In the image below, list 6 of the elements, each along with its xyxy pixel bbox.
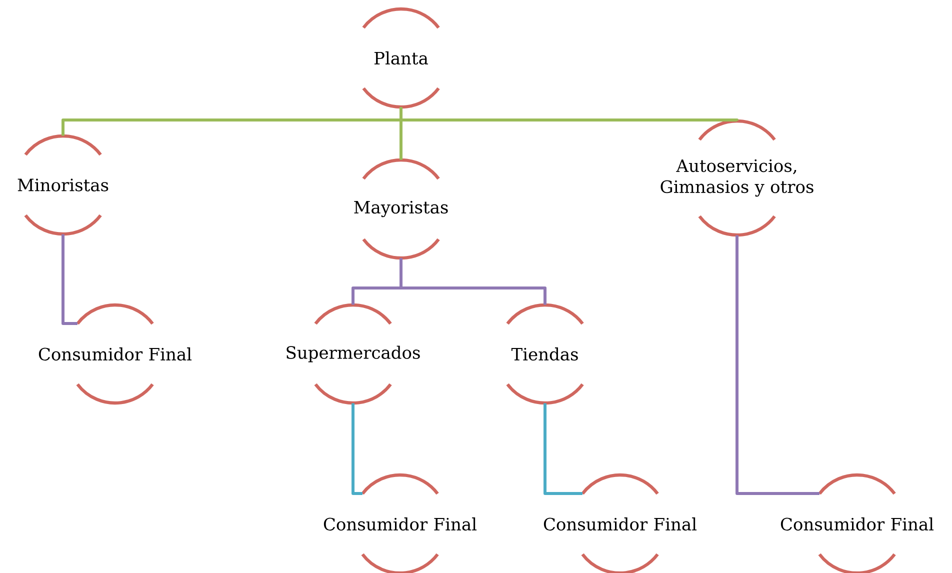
connector-line <box>400 107 739 122</box>
connector-line <box>62 234 78 325</box>
connector-line <box>736 235 820 495</box>
connector-line <box>400 258 546 305</box>
connector-line <box>352 403 362 495</box>
connector-line <box>544 403 582 495</box>
